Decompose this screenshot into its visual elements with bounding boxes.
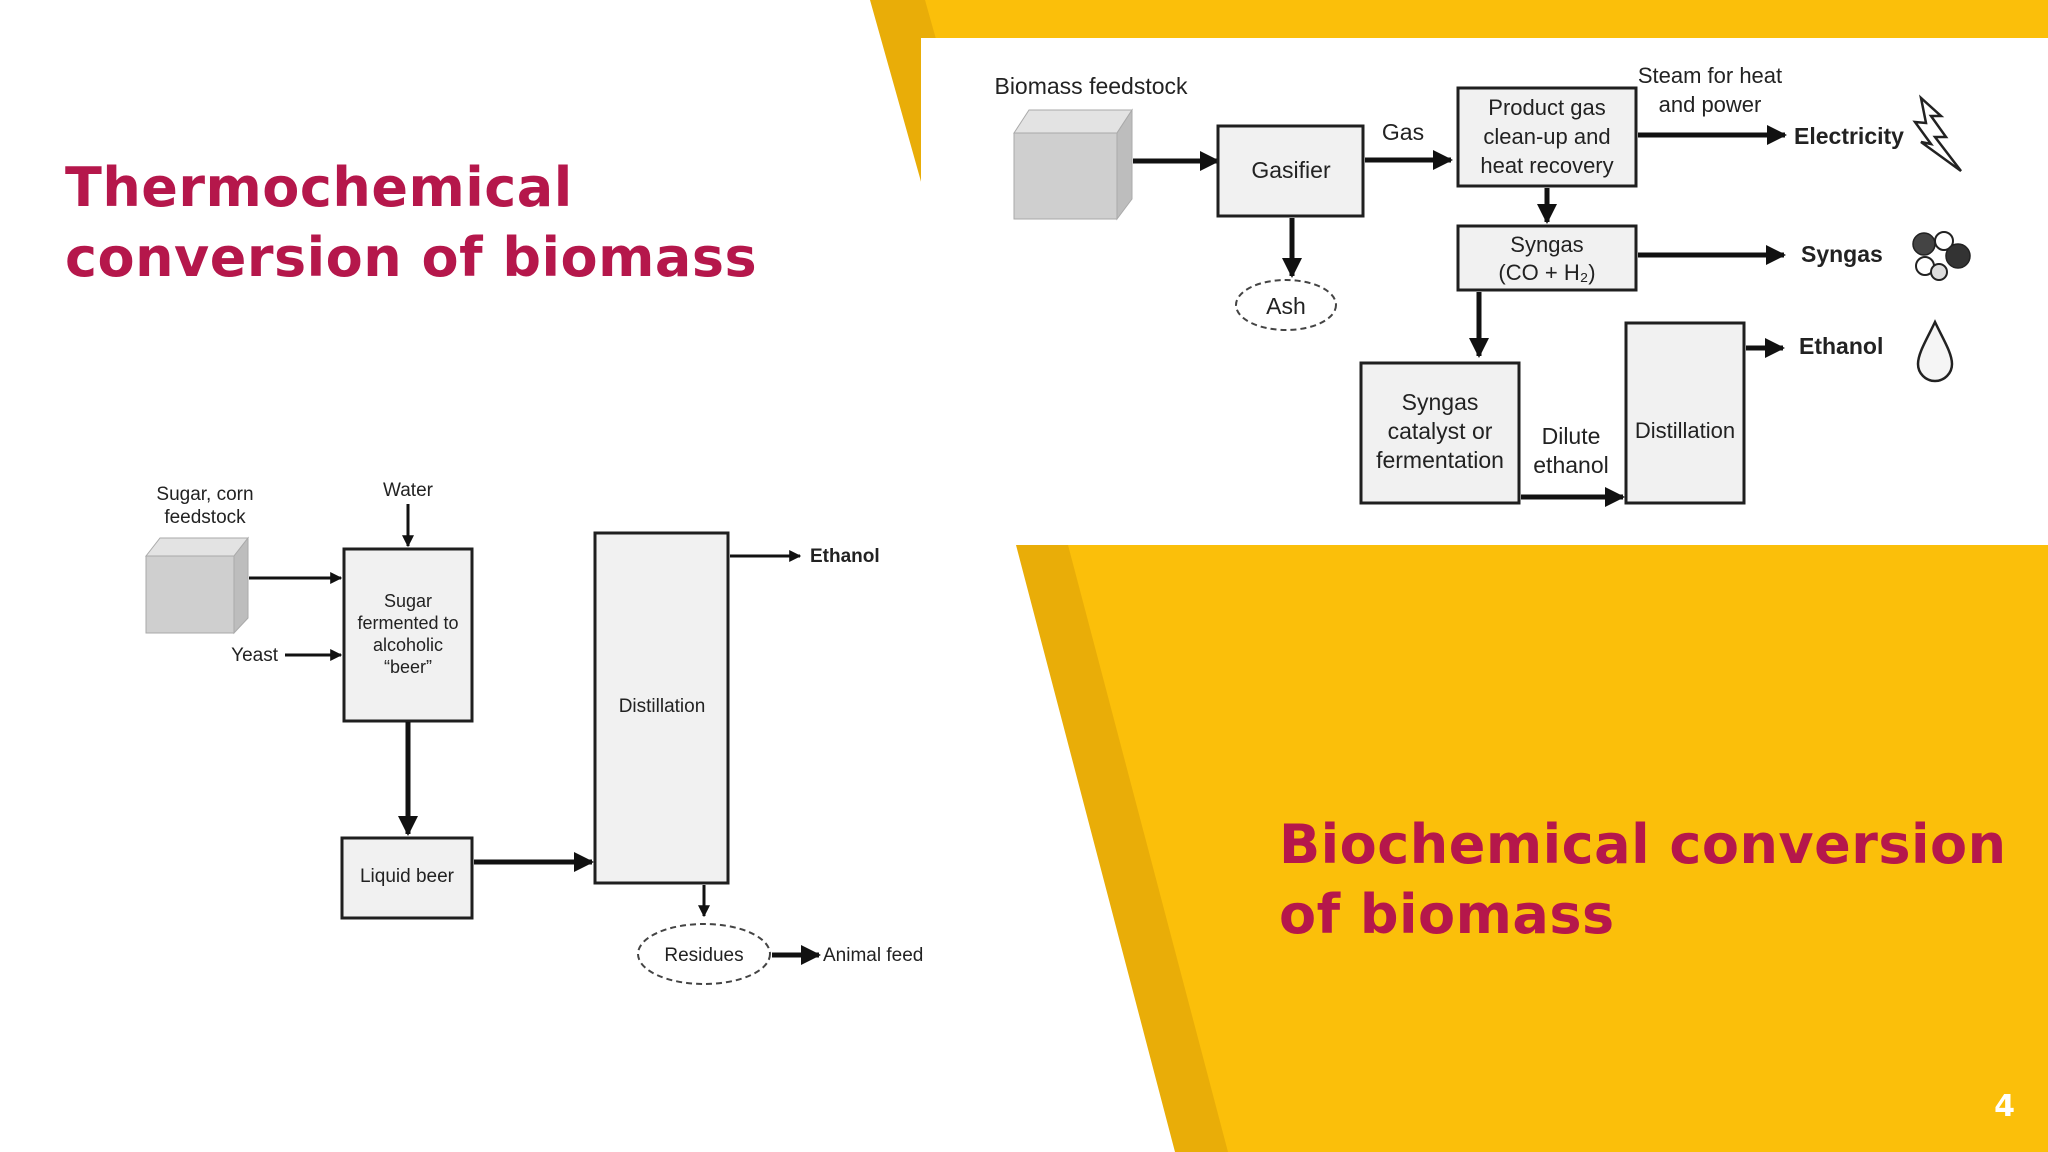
label-dilute-1: Dilute	[1542, 423, 1601, 449]
molecule-icon	[1912, 231, 1971, 281]
label-steam-1: Steam for heat	[1638, 63, 1782, 88]
box-liquid-beer	[340, 836, 474, 920]
thermochemical-diagram: Biomass feedstock Gasifier Ash Gas Produ…	[921, 38, 2048, 545]
label-residues: Residues	[664, 945, 743, 966]
box-distillation	[1624, 321, 1746, 505]
feedstock-cube	[144, 536, 250, 635]
label-distillation: Distillation	[619, 696, 706, 717]
label-ash: Ash	[1266, 293, 1306, 319]
label-steam-2: and power	[1659, 92, 1762, 117]
label-syngas-box-2: (CO + H₂)	[1498, 260, 1595, 285]
label-biomass-feedstock: Biomass feedstock	[994, 73, 1188, 99]
title-biochemical: Biochemical conversion of biomass	[1279, 813, 2007, 946]
ellipse-residues	[637, 923, 771, 985]
box-cleanup	[1456, 86, 1638, 188]
label-sugar-corn-2: feedstock	[164, 507, 246, 528]
label-catalyst-1: Syngas	[1402, 389, 1479, 415]
label-syngas-out: Syngas	[1801, 241, 1883, 267]
lightning-icon	[1912, 94, 1962, 173]
label-catalyst-2: catalyst or	[1388, 418, 1493, 444]
droplet-icon	[1916, 319, 1954, 383]
label-distillation: Distillation	[1635, 418, 1735, 443]
label-ferment-1: Sugar	[384, 591, 432, 611]
label-ferment-3: alcoholic	[373, 635, 443, 655]
box-syngas	[1456, 224, 1638, 292]
box-catalyst	[1359, 361, 1521, 505]
biochemical-diagram: Sugar, corn feedstock Water Yeast Sugar …	[144, 480, 923, 985]
label-ferment-4: “beer”	[384, 657, 432, 677]
label-cleanup-3: heat recovery	[1480, 153, 1613, 178]
label-syngas-box-1: Syngas	[1510, 232, 1583, 257]
label-animal-feed: Animal feed	[823, 945, 923, 966]
label-dilute-2: ethanol	[1533, 452, 1608, 478]
label-yeast: Yeast	[231, 645, 279, 666]
box-distillation	[593, 531, 730, 885]
label-electricity: Electricity	[1794, 123, 1904, 149]
ellipse-ash	[1235, 279, 1337, 331]
label-ferment-2: fermented to	[357, 613, 458, 633]
label-gasifier: Gasifier	[1251, 157, 1331, 183]
label-water: Water	[383, 480, 434, 501]
page-number: 4	[1994, 1089, 2015, 1124]
label-catalyst-3: fermentation	[1376, 447, 1504, 473]
box-ferment	[342, 547, 474, 723]
label-sugar-corn-1: Sugar, corn	[156, 484, 253, 505]
label-ethanol: Ethanol	[810, 546, 880, 567]
feedstock-cube	[1013, 108, 1133, 221]
title-thermochemical: Thermochemical conversion of biomass	[65, 156, 758, 289]
label-liquid-beer: Liquid beer	[360, 866, 455, 887]
label-gas: Gas	[1382, 119, 1424, 145]
label-cleanup-1: Product gas	[1488, 95, 1605, 120]
label-cleanup-2: clean-up and	[1483, 124, 1610, 149]
box-gasifier	[1216, 124, 1365, 218]
label-ethanol: Ethanol	[1799, 333, 1883, 359]
